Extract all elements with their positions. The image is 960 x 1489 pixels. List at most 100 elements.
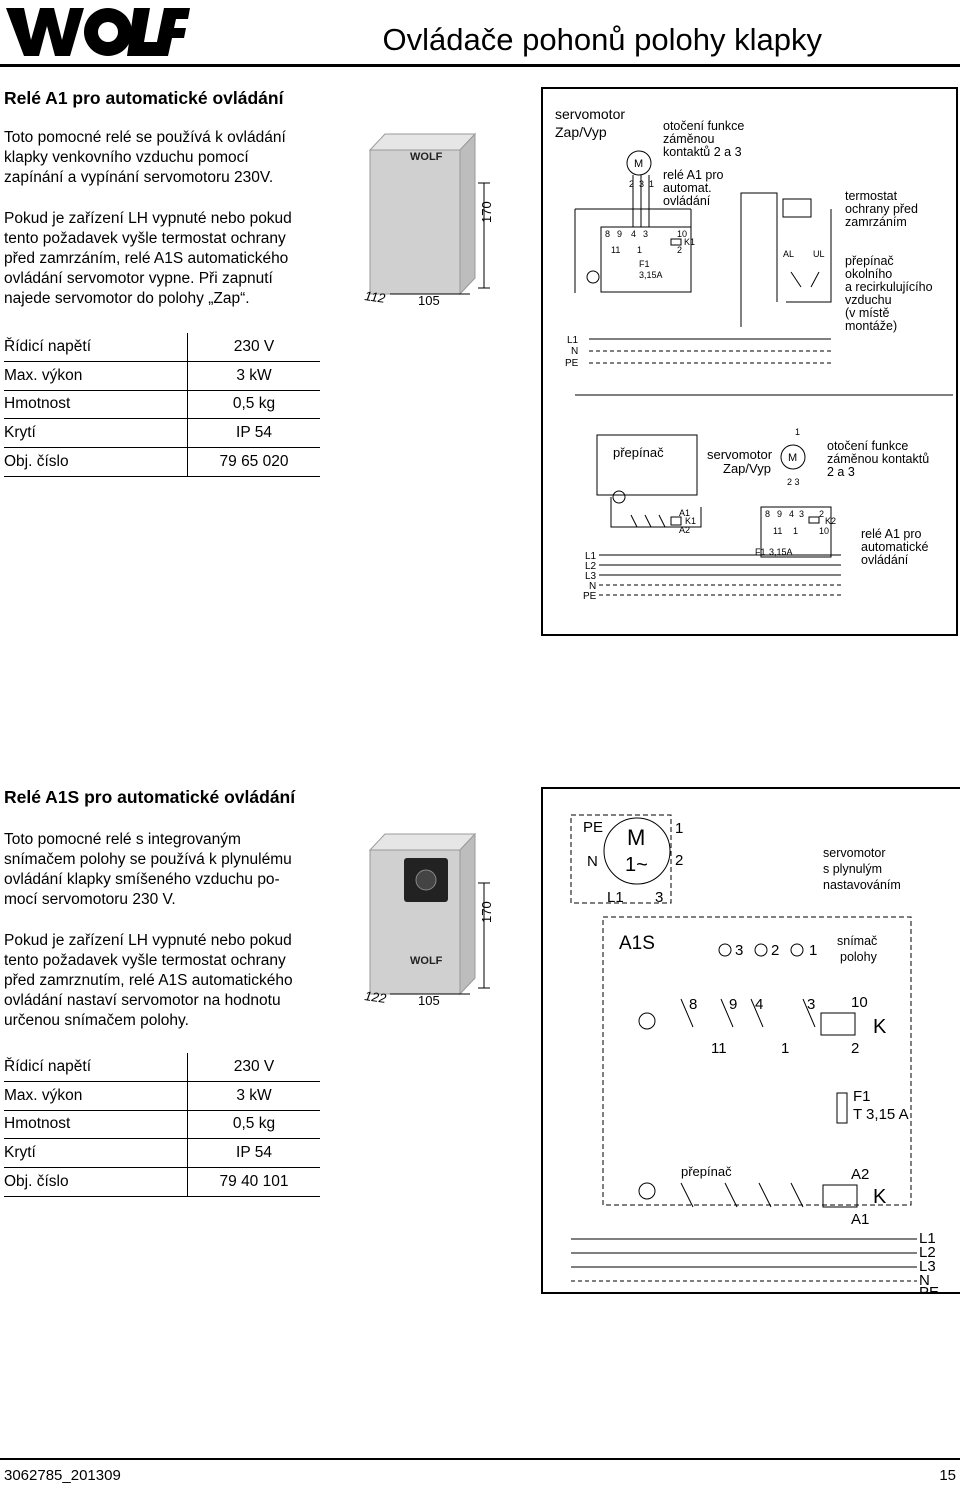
svg-text:4: 4 bbox=[755, 996, 763, 1013]
svg-text:3: 3 bbox=[643, 229, 648, 239]
svg-text:přepínač: přepínač bbox=[845, 254, 894, 268]
svg-text:M: M bbox=[788, 452, 797, 464]
svg-text:Zap/Vyp: Zap/Vyp bbox=[555, 124, 607, 140]
svg-text:3,15A: 3,15A bbox=[769, 547, 793, 557]
svg-text:3: 3 bbox=[639, 179, 644, 189]
svg-text:L1: L1 bbox=[607, 889, 624, 906]
section2-para1: Toto pomocné relé s integrovaným snímače… bbox=[4, 831, 292, 908]
section2-para2: Pokud je zařízení LH vypnuté nebo pokud … bbox=[4, 932, 293, 1029]
svg-text:přepínač: přepínač bbox=[613, 445, 664, 460]
svg-text:2: 2 bbox=[851, 1040, 859, 1057]
svg-text:L1: L1 bbox=[919, 1230, 936, 1247]
svg-text:automat.: automat. bbox=[663, 181, 712, 195]
svg-text:přepínač: přepínač bbox=[681, 1164, 732, 1179]
svg-text:servomotor: servomotor bbox=[823, 846, 886, 860]
svg-text:K1: K1 bbox=[685, 516, 696, 526]
svg-text:K2: K2 bbox=[825, 516, 836, 526]
svg-text:2 a 3: 2 a 3 bbox=[827, 465, 855, 479]
svg-text:servomotor: servomotor bbox=[555, 106, 625, 122]
svg-text:PE: PE bbox=[583, 819, 603, 836]
svg-text:N: N bbox=[571, 346, 578, 357]
svg-text:3,15A: 3,15A bbox=[639, 270, 663, 280]
svg-text:170: 170 bbox=[479, 901, 494, 923]
svg-text:1: 1 bbox=[649, 179, 654, 189]
svg-text:(v místě: (v místě bbox=[845, 306, 889, 320]
svg-text:105: 105 bbox=[418, 293, 440, 308]
svg-text:vzduchu: vzduchu bbox=[845, 293, 892, 307]
svg-text:105: 105 bbox=[418, 993, 440, 1008]
svg-text:F1: F1 bbox=[853, 1088, 871, 1105]
svg-text:kontaktů 2 a 3: kontaktů 2 a 3 bbox=[663, 145, 742, 159]
svg-text:4: 4 bbox=[631, 229, 636, 239]
document-number: 3062785_201309 bbox=[4, 1467, 121, 1484]
svg-text:2: 2 bbox=[677, 245, 682, 255]
svg-text:s plynulým: s plynulým bbox=[823, 862, 882, 876]
svg-text:A1: A1 bbox=[851, 1211, 869, 1228]
relay-a1-wiring-diagram: servomotor Zap/Vyp otočení funkce záměno… bbox=[555, 106, 953, 602]
wiring-diagram-box bbox=[541, 87, 958, 636]
svg-text:8: 8 bbox=[605, 229, 610, 239]
svg-text:A2: A2 bbox=[679, 525, 690, 535]
footer-rule bbox=[0, 1458, 960, 1460]
section1-title: Relé A1 pro automatické ovládání bbox=[4, 88, 284, 108]
svg-text:1: 1 bbox=[809, 942, 817, 959]
svg-text:servomotor: servomotor bbox=[707, 447, 773, 462]
svg-text:1~: 1~ bbox=[625, 854, 648, 876]
svg-text:L3: L3 bbox=[585, 571, 597, 582]
svg-text:PE: PE bbox=[919, 1284, 939, 1294]
relay-a1-photo: WOLF 170 105 112 bbox=[364, 132, 494, 308]
svg-text:1: 1 bbox=[781, 1040, 789, 1057]
svg-text:L1: L1 bbox=[567, 335, 579, 346]
svg-text:M: M bbox=[627, 825, 645, 850]
svg-text:11: 11 bbox=[773, 526, 782, 536]
svg-text:a recirkulujícího: a recirkulujícího bbox=[845, 280, 933, 294]
section1-para1: Toto pomocné relé se používá k ovládání … bbox=[4, 129, 286, 186]
svg-text:10: 10 bbox=[819, 526, 829, 536]
svg-text:9: 9 bbox=[729, 996, 737, 1013]
svg-text:11: 11 bbox=[611, 245, 620, 255]
svg-text:9: 9 bbox=[617, 229, 622, 239]
page-number: 15 bbox=[939, 1467, 956, 1484]
svg-text:10: 10 bbox=[677, 229, 687, 239]
svg-text:N: N bbox=[587, 853, 598, 870]
svg-text:K: K bbox=[873, 1016, 887, 1038]
svg-text:ovládání: ovládání bbox=[861, 553, 909, 567]
section1-para2: Pokud je zařízení LH vypnuté nebo pokud … bbox=[4, 210, 292, 307]
svg-text:122: 122 bbox=[364, 988, 388, 1006]
svg-text:otočení funkce: otočení funkce bbox=[663, 119, 744, 133]
svg-text:3: 3 bbox=[807, 996, 815, 1013]
wiring-diagram-box bbox=[541, 787, 960, 1294]
svg-text:ovládání: ovládání bbox=[663, 194, 711, 208]
svg-text:9: 9 bbox=[777, 509, 782, 519]
svg-text:polohy: polohy bbox=[840, 950, 878, 964]
svg-text:10: 10 bbox=[851, 994, 868, 1011]
svg-text:1: 1 bbox=[675, 820, 683, 837]
svg-text:WOLF: WOLF bbox=[410, 151, 443, 163]
svg-text:2 3: 2 3 bbox=[787, 477, 800, 487]
header-rule bbox=[0, 64, 960, 67]
svg-text:WOLF: WOLF bbox=[410, 955, 443, 967]
svg-text:M: M bbox=[634, 158, 643, 170]
svg-text:ochrany před: ochrany před bbox=[845, 202, 918, 216]
svg-text:11: 11 bbox=[711, 1040, 727, 1057]
relay-a1s-photo: WOLF 170 105 122 bbox=[364, 832, 494, 1008]
page-title: Ovládače pohonů polohy klapky bbox=[382, 22, 822, 57]
section2-title: Relé A1S pro automatické ovládání bbox=[4, 787, 296, 807]
svg-text:L2: L2 bbox=[919, 1244, 936, 1261]
svg-text:relé A1 pro: relé A1 pro bbox=[663, 168, 724, 182]
svg-text:L2: L2 bbox=[585, 561, 597, 572]
svg-text:8: 8 bbox=[689, 996, 697, 1013]
svg-text:N: N bbox=[919, 1272, 930, 1289]
svg-text:N: N bbox=[589, 581, 596, 592]
svg-text:zamrzáním: zamrzáním bbox=[845, 215, 907, 229]
svg-text:L1: L1 bbox=[585, 551, 597, 562]
svg-text:170: 170 bbox=[479, 201, 494, 223]
svg-text:8: 8 bbox=[765, 509, 770, 519]
svg-text:T 3,15 A: T 3,15 A bbox=[853, 1106, 909, 1123]
